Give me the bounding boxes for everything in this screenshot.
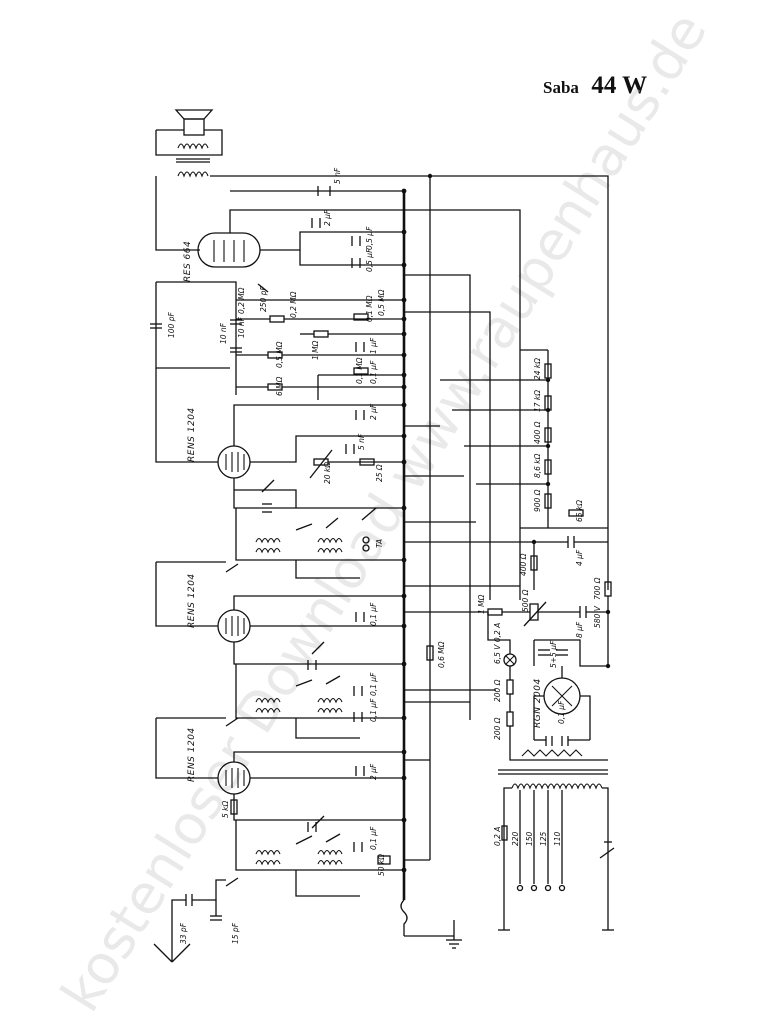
label-r-86k: 8,6 kΩ xyxy=(533,453,542,478)
label-c-2uf-a: 2 μF xyxy=(323,209,332,226)
label-c-4uf: 4 μF xyxy=(575,549,584,566)
label-r-400b: 400 Ω xyxy=(519,553,528,576)
label-r-01meg: 0,1 MΩ xyxy=(365,295,374,322)
tube-res664: RES 664 xyxy=(183,232,261,282)
tube-rens1204-a: RENS 1204 xyxy=(187,407,251,479)
loudspeaker xyxy=(155,109,223,178)
tube-label-5: RGN 2004 xyxy=(533,678,543,728)
label-ta: TA xyxy=(375,539,384,548)
label-v-580: 580 V xyxy=(593,605,602,628)
label-r-17k: 17 kΩ xyxy=(533,390,542,412)
tube-label-4: RENS 1204 xyxy=(187,727,197,782)
label-c-2uf-c: 2 μF xyxy=(369,763,378,780)
label-r-5k: 5 kΩ xyxy=(221,801,230,818)
label-c-5uf-pair: 5+5 μF xyxy=(549,640,558,668)
label-r-200: 200 Ω xyxy=(493,679,502,702)
label-c-250pf: 250 pF xyxy=(259,286,268,312)
label-r-50k: 50 kΩ xyxy=(377,854,386,876)
label-r-1meg: 1 MΩ xyxy=(311,340,320,360)
label-c-05uf-a: 0,5 μF xyxy=(365,226,374,250)
label-c-01uf-b: 0,1 μF xyxy=(369,602,378,626)
label-v-110: 110 xyxy=(553,831,562,846)
label-r-700: 700 Ω xyxy=(593,577,602,600)
label-c-05uf-b: 0,5 μF xyxy=(365,248,374,272)
label-v-220: 220 xyxy=(511,831,520,846)
label-r-02meg-b: 0,2 MΩ xyxy=(237,287,246,314)
tube-rens1204-c: RENS 1204 xyxy=(187,727,251,795)
label-r-6meg: 6 MΩ xyxy=(275,376,284,396)
label-r-1meg-b: 1 MΩ xyxy=(477,594,486,614)
label-r-500: 500 Ω xyxy=(521,589,530,612)
antenna-symbol xyxy=(153,940,191,963)
label-c-01uf-c: 0,1 μF xyxy=(369,672,378,696)
label-r-65k: 65 kΩ xyxy=(575,500,584,522)
power-transformer xyxy=(498,769,608,790)
model-label: 44 W xyxy=(591,72,648,99)
label-c-05mf: 0,5 MΩ xyxy=(377,289,386,316)
label-c-8uf: 8 μF xyxy=(575,621,584,638)
pilot-lamp xyxy=(503,653,517,667)
label-c-1uf: 1 μF xyxy=(369,337,378,354)
label-c-01uf-a: 0,1 μF xyxy=(369,360,378,384)
label-lamp: 6,5 V 0,2 A xyxy=(493,623,502,664)
label-r-24k: 24 kΩ xyxy=(533,358,542,380)
label-c-5nf-b: 5 nF xyxy=(357,433,366,450)
label-r-200b: 200 Ω xyxy=(493,717,502,740)
label-r-06meg: 0,6 MΩ xyxy=(437,641,446,668)
label-r-05meg: 0,5 MΩ xyxy=(275,341,284,368)
label-r-400: 400 Ω xyxy=(533,421,542,444)
label-c-01uf-e: 0,1 μF xyxy=(369,826,378,850)
label-c-100pf: 100 pF xyxy=(167,312,176,338)
tube-label-2: RENS 1204 xyxy=(187,407,197,462)
label-c-01uf-f: 0,1 μF xyxy=(557,700,566,724)
label-c-2uf-b: 2 μF xyxy=(369,403,378,420)
label-v-125: 125 xyxy=(539,831,548,846)
brand-label: Saba xyxy=(543,78,579,97)
tube-label-1: RES 664 xyxy=(183,241,193,282)
label-c-10nf-a: 10 nF xyxy=(219,322,228,344)
label-v-150: 150 xyxy=(525,831,534,846)
label-r-25: 25 Ω xyxy=(375,464,384,482)
label-c-5nf: 5 nF xyxy=(333,167,342,184)
ground-symbol xyxy=(446,920,462,949)
label-c-01uf-d: 0,1 μF xyxy=(369,698,378,722)
tube-rens1204-b: RENS 1204 xyxy=(187,573,251,643)
label-r-02meg: 0,2 MΩ xyxy=(289,291,298,318)
label-c-33pf: 33 pF xyxy=(179,922,188,944)
tube-label-3: RENS 1204 xyxy=(187,573,197,628)
label-r-20k: 20 kΩ xyxy=(323,462,332,484)
label-c-15pf: 15 pF xyxy=(231,922,240,944)
label-c-10nf-b: 10 nF xyxy=(237,316,246,338)
label-r-01meg-b: 0,1 MΩ xyxy=(355,357,364,384)
page-title: Saba 44 W xyxy=(543,72,647,100)
label-r-900: 900 Ω xyxy=(533,489,542,512)
label-fuse: 0,2 A xyxy=(493,827,502,846)
